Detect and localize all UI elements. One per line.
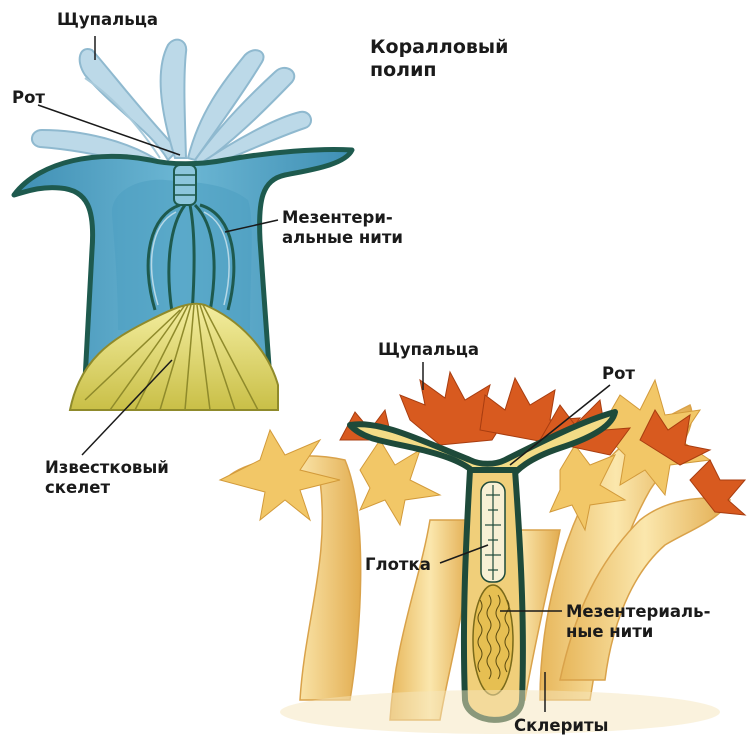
orange-coral-colony xyxy=(220,372,745,734)
bottom-label-mesenterial: Мезентериаль- ные нити xyxy=(566,602,710,642)
bottom-label-mouth: Рот xyxy=(602,364,635,384)
top-label-mesenterial: Мезентери- альные нити xyxy=(282,208,403,248)
bottom-label-sclerites: Склериты xyxy=(514,716,608,736)
top-label-tentacles: Щупальца xyxy=(57,10,158,30)
bottom-label-pharynx: Глотка xyxy=(365,555,431,575)
bottom-label-tentacles: Щупальца xyxy=(378,340,479,360)
orange-mesenterial-threads xyxy=(473,585,513,695)
top-label-mouth: Рот xyxy=(12,88,45,108)
diagram-title: Коралловый полип xyxy=(370,36,508,82)
top-label-skeleton: Известковый скелет xyxy=(45,458,169,498)
